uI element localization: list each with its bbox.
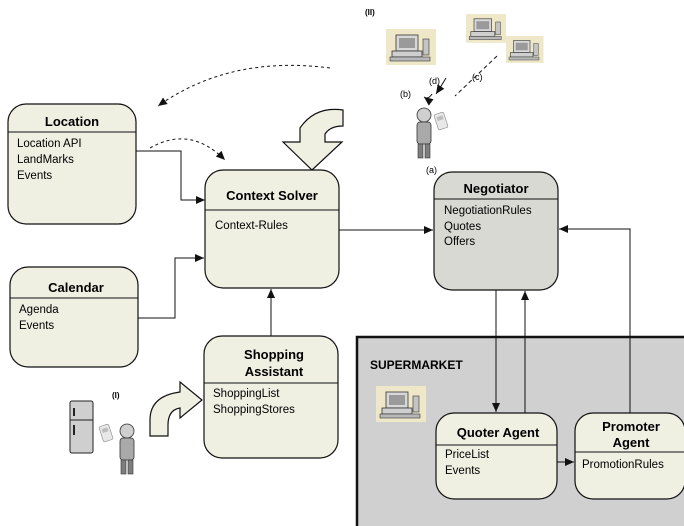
negotiator-box: Negotiator NegotiationRules Quotes Offer… <box>433 171 559 291</box>
label-a: (a) <box>426 165 437 175</box>
context-solver-title: Context Solver <box>226 188 318 203</box>
person-icon <box>119 423 135 475</box>
promoter-agent-title: Promoter <box>602 419 660 434</box>
shopping-assistant-box: Shopping Assistant ShoppingList Shopping… <box>203 335 339 459</box>
promoter-agent-item: PromotionRules <box>582 459 664 471</box>
negotiator-item: Quotes <box>444 221 481 233</box>
phone-icon <box>98 423 114 443</box>
negotiator-item: NegotiationRules <box>444 205 532 217</box>
dashed-arrow-top <box>157 64 331 107</box>
computer-icon <box>375 385 427 423</box>
quoter-agent-item: Events <box>445 465 480 477</box>
location-item: LandMarks <box>17 154 74 166</box>
location-item: Events <box>17 170 52 182</box>
computer-icon <box>505 35 544 64</box>
arrow-b <box>423 93 434 106</box>
label-i: (I) <box>112 391 120 400</box>
block-arrow-bottom <box>149 380 203 437</box>
label-c: (c) <box>472 72 483 82</box>
connectors <box>136 55 631 466</box>
quoter-agent-item: PriceList <box>445 449 490 461</box>
person-icon <box>416 107 432 159</box>
negotiator-title: Negotiator <box>464 181 529 196</box>
location-item: Location API <box>17 138 82 150</box>
arrow-calendar-to-context <box>138 254 204 319</box>
shopping-assistant-title: Assistant <box>245 364 304 379</box>
promoter-agent-title: Agent <box>613 435 651 450</box>
arrow-promoter-to-negotiator <box>559 225 631 413</box>
negotiator-item: Offers <box>444 236 475 248</box>
supermarket-label: SUPERMARKET <box>370 358 463 372</box>
block-arrow-top <box>281 108 344 171</box>
location-title: Location <box>45 114 99 129</box>
arrow-d <box>435 77 447 95</box>
context-solver-box: Context Solver Context-Rules <box>204 169 340 289</box>
line-c <box>454 55 498 97</box>
phone-icon <box>433 111 449 131</box>
arrow-location-to-context <box>136 150 205 204</box>
shopping-assistant-item: ShoppingStores <box>213 404 295 416</box>
calendar-item: Events <box>19 320 54 332</box>
computer-icon <box>385 28 437 66</box>
shopping-assistant-title: Shopping <box>244 347 304 362</box>
context-solver-item: Context-Rules <box>215 220 288 232</box>
calendar-box: Calendar Agenda Events <box>9 266 139 368</box>
label-ii: (II) <box>365 8 375 17</box>
dashed-arrow-middle <box>149 138 226 161</box>
promoter-agent-box: Promoter Agent PromotionRules <box>574 412 684 500</box>
label-b: (b) <box>400 89 411 99</box>
label-d: (d) <box>429 76 440 86</box>
computer-icon <box>465 13 507 44</box>
location-box: Location Location API LandMarks Events <box>7 103 137 225</box>
quoter-agent-box: Quoter Agent PriceList Events <box>435 412 558 500</box>
quoter-agent-title: Quoter Agent <box>457 425 540 440</box>
calendar-item: Agenda <box>19 304 59 316</box>
shopping-assistant-item: ShoppingList <box>213 388 280 400</box>
calendar-title: Calendar <box>48 280 104 295</box>
refrigerator-icon <box>69 400 94 454</box>
